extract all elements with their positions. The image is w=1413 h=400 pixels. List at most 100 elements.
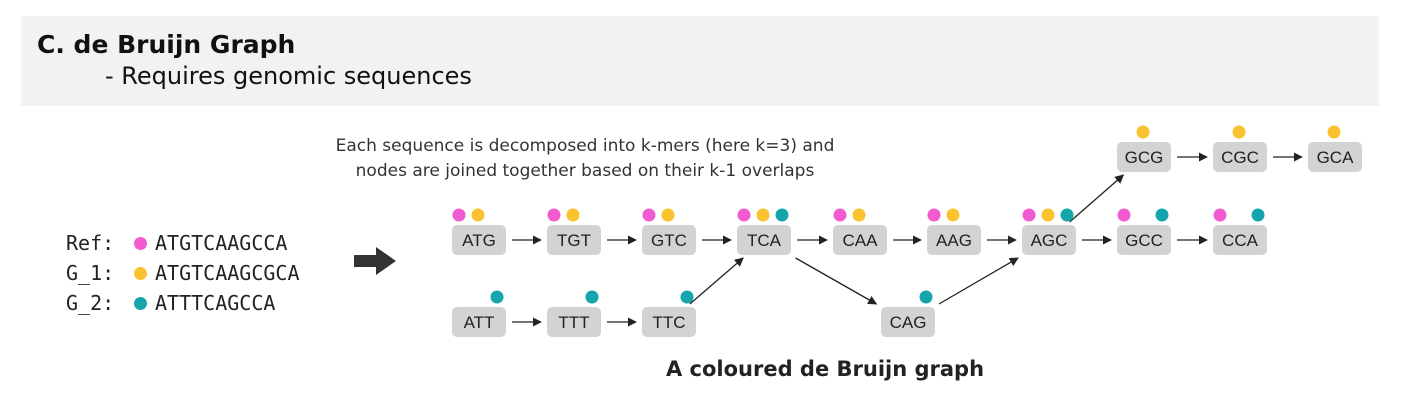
genome-dot-g2	[1155, 208, 1169, 222]
node-label: ATG	[462, 231, 496, 250]
node-AAG: AAG	[927, 208, 981, 255]
edge-TCA-CAG	[795, 257, 878, 305]
node-box	[737, 225, 791, 255]
node-box	[927, 225, 981, 255]
legend-row-g2: G_2: ATTTCAGCCA	[66, 288, 300, 318]
node-box	[547, 225, 601, 255]
genome-dot-g1	[566, 208, 580, 222]
node-GTC: GTC	[642, 208, 696, 255]
legend-sequence: ATGTCAAGCGCA	[155, 261, 300, 285]
nodes-layer: ATG TGT GTC TCA CAA AAG AGC GCC CCA GCG CGC GCA ATT T…	[452, 125, 1362, 337]
genome-dot-g1	[756, 208, 770, 222]
genome-dot-g1	[471, 208, 485, 222]
description-line-1: Each sequence is decomposed into k-mers …	[335, 136, 835, 156]
node-label: AAG	[936, 231, 972, 250]
node-box	[452, 225, 506, 255]
description: Each sequence is decomposed into k-mers …	[285, 134, 885, 184]
node-box	[1213, 142, 1267, 172]
genome-dot-ref	[642, 208, 656, 222]
node-box	[642, 307, 696, 337]
node-CAA: CAA	[833, 208, 887, 255]
node-box	[1213, 225, 1267, 255]
node-label: TTT	[558, 313, 589, 332]
node-GCG: GCG	[1117, 125, 1171, 172]
genome-dot-g2	[585, 290, 599, 304]
genome-dot-g2	[1251, 208, 1265, 222]
genome-dot-g2	[490, 290, 504, 304]
node-label: ATT	[464, 313, 495, 332]
node-box	[881, 307, 935, 337]
genome-dot-g1	[1327, 125, 1341, 139]
genome-dot-g2	[775, 208, 789, 222]
graph-caption: A coloured de Bruijn graph	[665, 357, 985, 381]
node-label: CAG	[890, 313, 927, 332]
node-label: CAA	[843, 231, 879, 250]
genome-dot-ref	[1117, 208, 1131, 222]
genome-dot-ref	[833, 208, 847, 222]
genome-dot-ref	[1022, 208, 1036, 222]
right-arrow-icon	[354, 247, 396, 275]
node-label: GCA	[1317, 148, 1355, 167]
section-subtitle: - Requires genomic sequences	[105, 62, 472, 90]
node-ATG: ATG	[452, 208, 506, 255]
legend-row-g1: G_1: ATGTCAAGCGCA	[66, 258, 300, 288]
genome-dot-g2	[680, 290, 694, 304]
genome-dot-g1	[1136, 125, 1150, 139]
node-CAG: CAG	[881, 290, 935, 337]
node-AGC: AGC	[1022, 208, 1076, 255]
edge-CAG-AGC	[938, 257, 1019, 305]
legend-label: Ref:	[66, 231, 115, 255]
edge-TTC-TCA	[689, 257, 744, 305]
node-box	[452, 307, 506, 337]
node-GCC: GCC	[1117, 208, 1171, 255]
node-TCA: TCA	[737, 208, 791, 255]
genome-dot-g1	[1041, 208, 1055, 222]
node-box	[1308, 142, 1362, 172]
edges-layer	[512, 152, 1303, 327]
node-TTT: TTT	[547, 290, 601, 337]
g1-color-dot	[134, 266, 147, 280]
genome-dot-g1	[946, 208, 960, 222]
genome-dot-g1	[852, 208, 866, 222]
node-GCA: GCA	[1308, 125, 1362, 172]
genome-dot-ref	[547, 208, 561, 222]
node-CGC: CGC	[1213, 125, 1267, 172]
legend-row-ref: Ref: ATGTCAAGCCA	[66, 228, 300, 258]
section-title: C. de Bruijn Graph	[37, 30, 296, 59]
genome-dot-ref	[452, 208, 466, 222]
node-box	[1117, 142, 1171, 172]
node-TGT: TGT	[547, 208, 601, 255]
node-box	[1022, 225, 1076, 255]
genome-dot-ref	[737, 208, 751, 222]
genome-dot-g1	[1232, 125, 1246, 139]
node-box	[833, 225, 887, 255]
node-label: TCA	[747, 231, 782, 250]
legend-label: G_1:	[66, 261, 115, 285]
node-label: TGT	[557, 231, 591, 250]
node-label: GCG	[1125, 148, 1164, 167]
node-label: GCC	[1125, 231, 1163, 250]
section-header: C. de Bruijn Graph - Requires genomic se…	[21, 16, 1379, 106]
legend-sequence: ATGTCAAGCCA	[155, 231, 288, 255]
genome-dot-g2	[919, 290, 933, 304]
node-label: CCA	[1222, 231, 1259, 250]
genome-dot-ref	[1213, 208, 1227, 222]
sequence-legend: Ref: ATGTCAAGCCA G_1: ATGTCAAGCGCA G_2: …	[66, 228, 300, 318]
ref-color-dot	[134, 236, 147, 250]
genome-dot-ref	[927, 208, 941, 222]
node-label: CGC	[1221, 148, 1259, 167]
node-label: GTC	[651, 231, 687, 250]
legend-sequence: ATTTCAGCCA	[155, 291, 276, 315]
node-label: TTC	[652, 313, 685, 332]
node-label: AGC	[1031, 231, 1068, 250]
description-line-2: nodes are joined together based on their…	[355, 161, 815, 181]
node-ATT: ATT	[452, 290, 506, 337]
node-box	[1117, 225, 1171, 255]
g2-color-dot	[134, 296, 147, 310]
legend-label: G_2:	[66, 291, 115, 315]
node-CCA: CCA	[1213, 208, 1267, 255]
genome-dot-g1	[661, 208, 675, 222]
edge-AGC-GCG	[1069, 174, 1125, 223]
node-box	[547, 307, 601, 337]
